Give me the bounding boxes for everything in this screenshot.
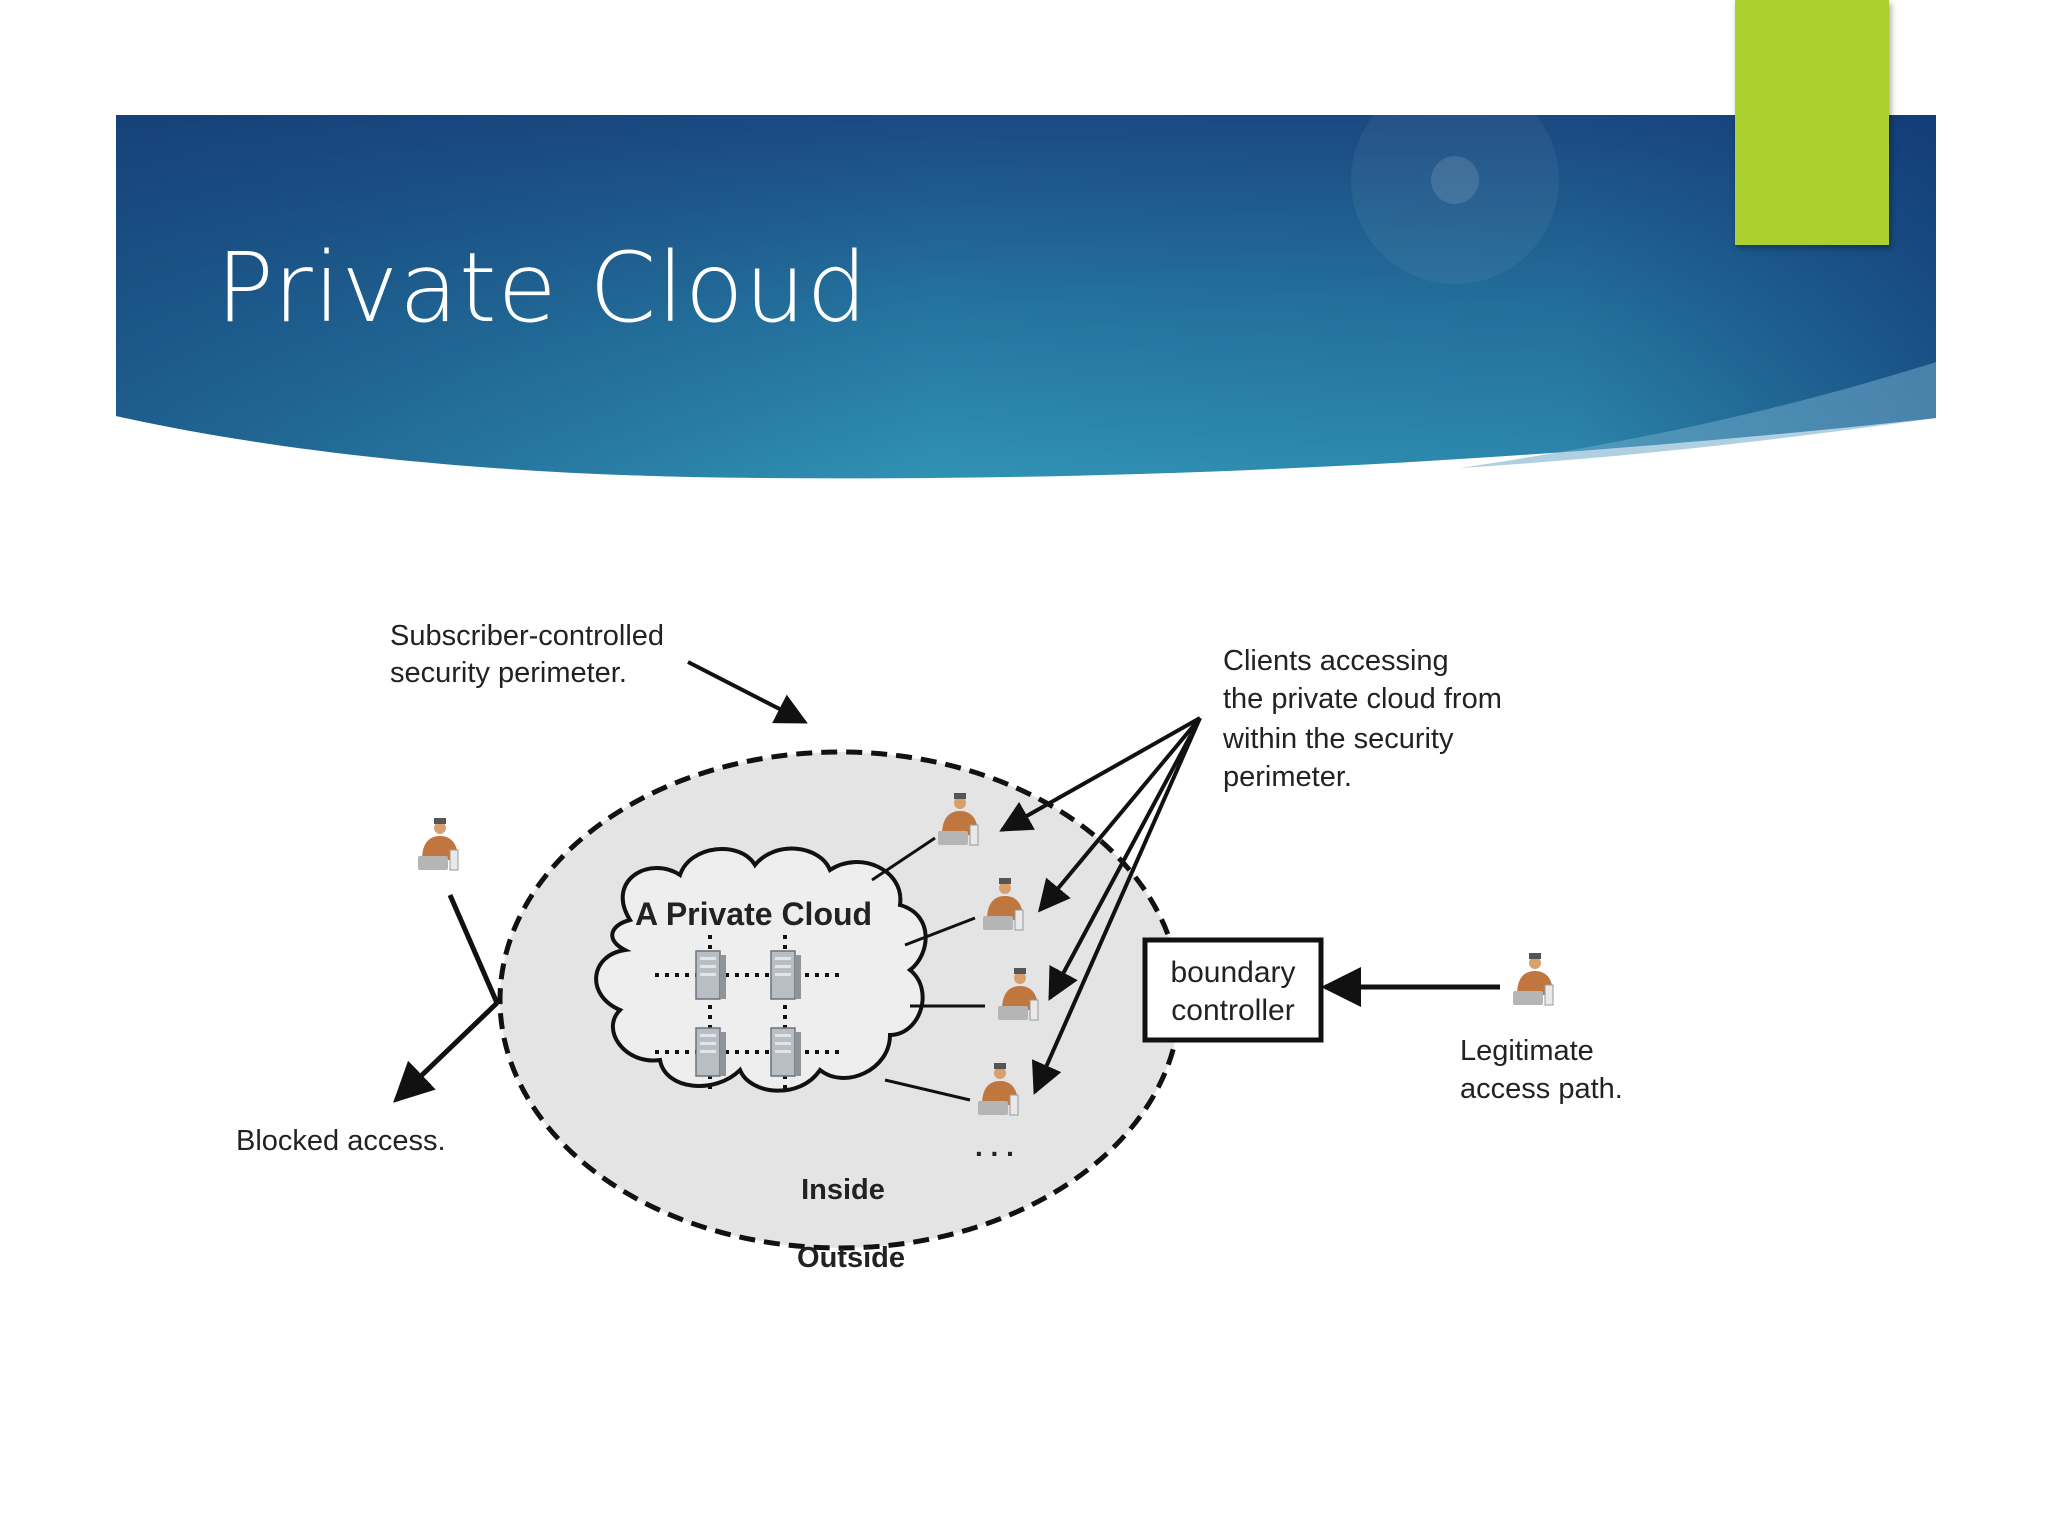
server-icon: [770, 1027, 802, 1077]
cloud-label: A Private Cloud: [635, 896, 872, 932]
server-icon: [770, 950, 802, 1000]
user-icon: [417, 817, 459, 871]
accent-tab: [1735, 0, 1889, 245]
clients-label-line1: Clients accessing: [1223, 645, 1449, 677]
clients-label-line3: within the security: [1222, 723, 1454, 755]
perimeter-label-line2: security perimeter.: [390, 657, 627, 689]
private-cloud-shape: [594, 846, 928, 1093]
legitimate-label-line2: access path.: [1460, 1073, 1623, 1105]
slide-title: Private Cloud: [216, 232, 869, 344]
title-banner: [116, 76, 1936, 479]
boundary-controller-label-line2: controller: [1171, 994, 1294, 1027]
inside-label: Inside: [801, 1174, 885, 1206]
user-icon: [1512, 952, 1554, 1006]
server-icon: [695, 1027, 727, 1077]
server-icon: [695, 950, 727, 1000]
legitimate-label-line1: Legitimate: [1460, 1035, 1594, 1067]
outside-label: Outside: [797, 1242, 905, 1274]
arrow-icon: [1048, 717, 1202, 1001]
arrow-icon: [687, 660, 808, 724]
boundary-controller-label-line1: boundary: [1170, 956, 1295, 989]
more-clients-ellipsis: . . .: [975, 1131, 1014, 1162]
arrow-icon: [1037, 716, 1202, 913]
clients-label-line2: the private cloud from: [1223, 683, 1502, 715]
arrow-icon: [999, 716, 1201, 832]
perimeter-label-line1: Subscriber-controlled: [390, 620, 664, 652]
clients-label-line4: perimeter.: [1223, 761, 1352, 793]
blocked-access-label: Blocked access.: [236, 1125, 446, 1157]
arrow-icon: [1031, 717, 1202, 1095]
arrow-icon: [393, 1001, 499, 1103]
